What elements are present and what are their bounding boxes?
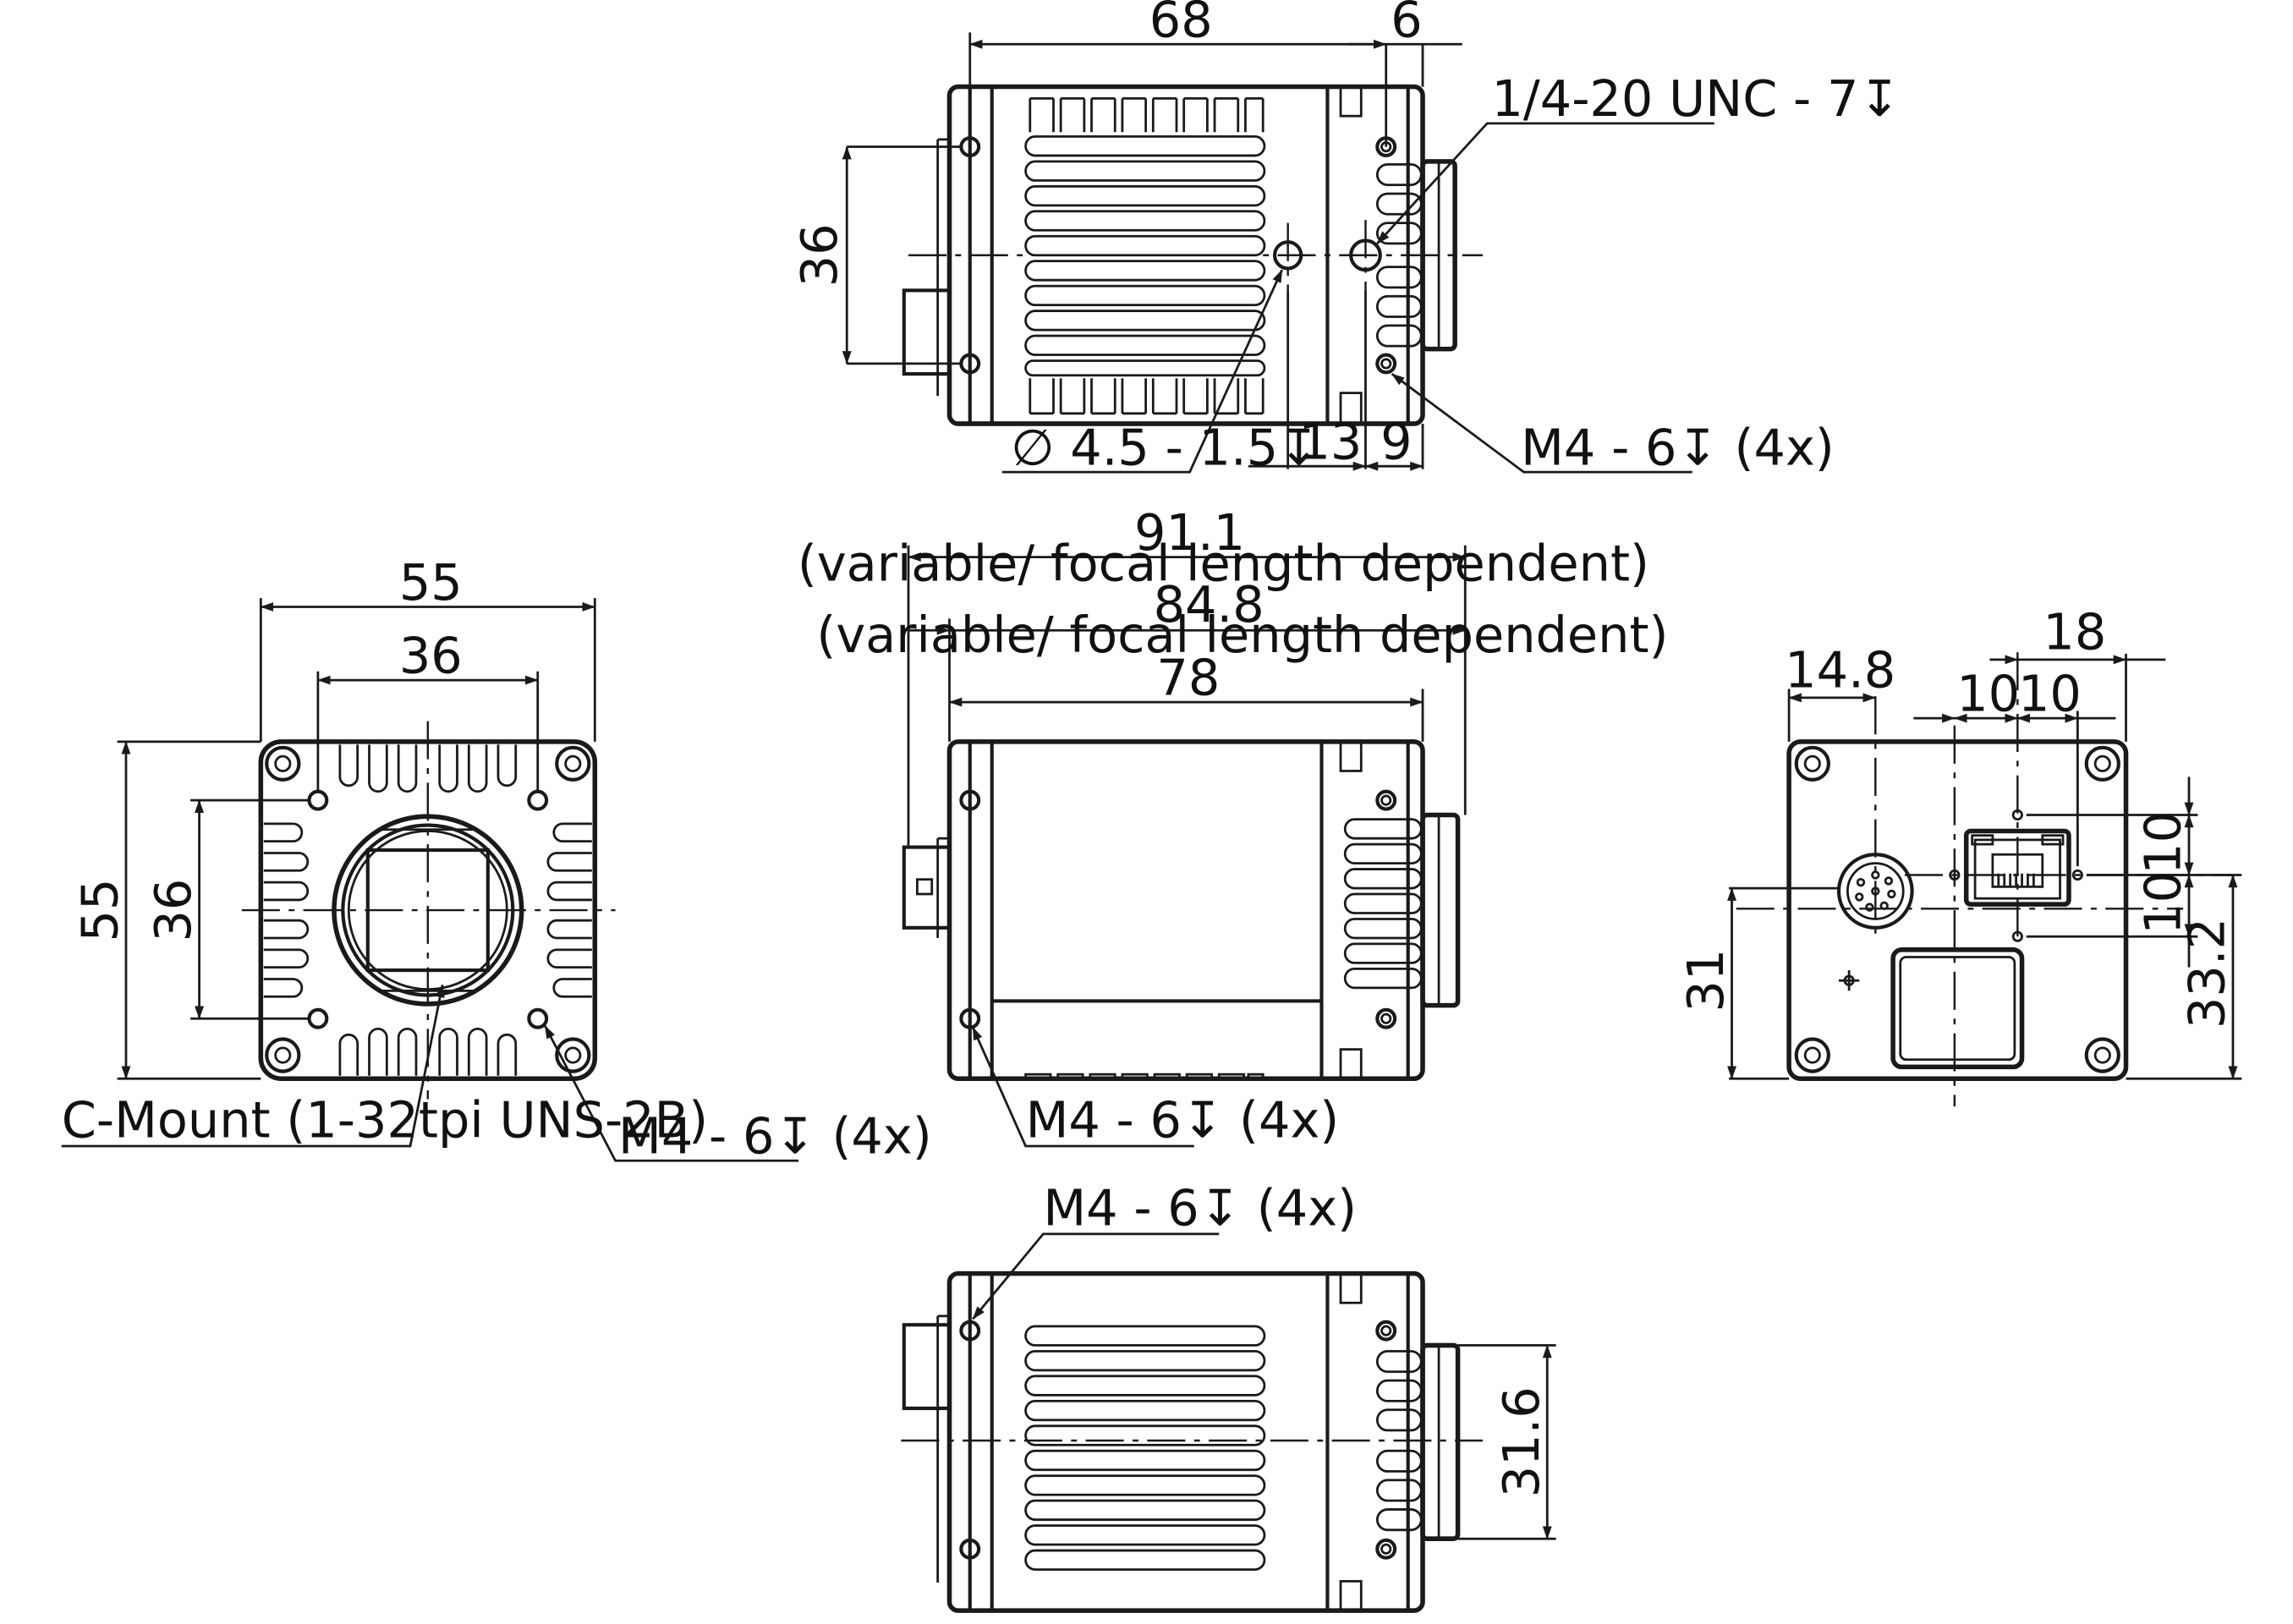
corner-screws — [265, 745, 591, 1073]
rear-dim-rj45-y: 33.2 — [2178, 918, 2236, 1029]
front-dim-hole-spacing-h: 36 — [399, 626, 463, 684]
rear-view: 14.8 18 10 10 10 10 31 33.2 — [1676, 603, 2242, 1107]
side-dim-overall-2-note: (variable/ focal length dependent) — [816, 606, 1668, 664]
front-right-fins — [546, 822, 592, 998]
rear-dim-rj45-x: 18 — [2043, 603, 2106, 661]
rear-dim-connector-x: 14.8 — [1785, 641, 1895, 700]
side-mount-holes-label: M4 - 6↧ (4x) — [1026, 1091, 1340, 1149]
front-view: 55 36 55 36 C-Mount (1-32tpi UNS-2B) M4 … — [61, 553, 932, 1166]
front-dim-width: 55 — [399, 553, 463, 612]
front-mount-holes-label: M4 - 6↧ (4x) — [618, 1107, 932, 1166]
rear-dim-rj45-left: 10 — [1956, 664, 2020, 722]
front-left-fins — [263, 822, 310, 998]
bottom-dim-lens-mount: 31.6 — [1492, 1386, 1550, 1497]
rear-dim-connector-y: 31 — [1676, 949, 1735, 1012]
rear-dim-rj45-down: 10 — [2134, 871, 2192, 935]
rear-dim-rj45-up: 10 — [2134, 811, 2192, 875]
bottom-view: M4 - 6↧ (4x) 31.6 — [901, 1178, 1556, 1613]
front-dim-height: 55 — [71, 879, 129, 942]
top-mount-holes-label: M4 - 6↧ (4x) — [1521, 418, 1835, 476]
side-dim-overall-1-note: (variable/ focal length dependent) — [798, 534, 1649, 592]
side-dim-overall-2: 84.8 — [1154, 575, 1264, 634]
top-dim-pos2: 9 — [1380, 413, 1412, 471]
rear-dim-rj45-right: 10 — [2018, 664, 2082, 722]
front-bottom-fins — [338, 1028, 518, 1076]
side-view: 91.1 (variable/ focal length dependent) … — [798, 503, 1669, 1149]
bottom-mount-holes-label: M4 - 6↧ (4x) — [1043, 1178, 1357, 1237]
top-dim-length: 68 — [1149, 0, 1213, 49]
top-vertical-fins — [1029, 96, 1264, 415]
top-view: 68 6 36 13 9 1/4-20 UNC - 7↧ ∅ 4.5 - 1.5… — [790, 0, 1901, 476]
top-dim-hole-pitch: 36 — [790, 223, 848, 287]
pin-hole-label: ∅ 4.5 - 1.5↧ — [1011, 418, 1319, 476]
side-dim-overall-1: 91.1 — [1134, 503, 1245, 562]
front-top-fins — [338, 744, 518, 793]
rear-corner-screws — [1794, 745, 2120, 1073]
bottom-slots — [1024, 1325, 1266, 1571]
top-dim-pos1: 13 — [1298, 413, 1362, 471]
tripod-thread-label: 1/4-20 UNC - 7↧ — [1491, 69, 1900, 128]
c-mount-label: C-Mount (1-32tpi UNS-2B) — [62, 1091, 708, 1149]
front-dim-hole-spacing-v: 36 — [144, 879, 202, 942]
side-dim-body: 78 — [1156, 648, 1220, 706]
top-dim-front: 6 — [1391, 0, 1422, 49]
